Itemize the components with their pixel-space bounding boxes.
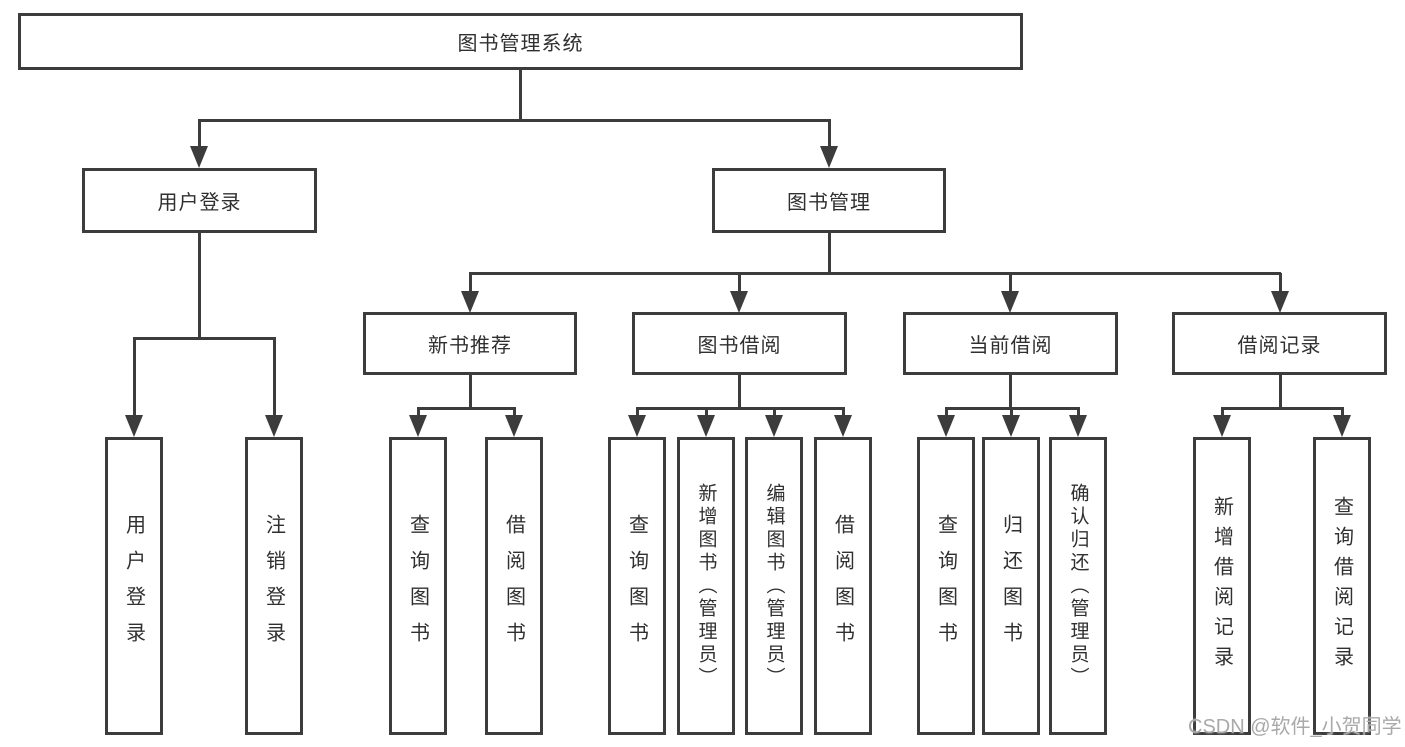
arrow-down-current-borrow-icon — [1001, 291, 1019, 313]
leaf-label: 借阅图书 — [502, 514, 525, 658]
connector-new-book-stem — [469, 375, 472, 408]
node-new-book-recommend-label: 新书推荐 — [428, 335, 512, 357]
arrow-down-book-borrow-icon — [730, 291, 748, 313]
connector-leaf5-stem — [636, 407, 639, 417]
connector-leaf9-stem — [945, 407, 948, 417]
connector-leaf3-stem — [417, 407, 420, 417]
leaf-label: 新增图书（管理员） — [695, 482, 717, 690]
connector-leaf10-stem — [1010, 407, 1013, 417]
arrow-down-book-management-icon — [820, 146, 838, 168]
leaf-label: 归还图书 — [999, 514, 1022, 658]
leaf-label: 查询图书 — [934, 514, 957, 658]
node-leaf-borrow-book-recommend: 借阅图书 — [485, 437, 543, 735]
leaf-label: 查询图书 — [406, 514, 429, 658]
connector-level2-branch — [198, 119, 831, 122]
arrow-down-leaf12-icon — [1213, 415, 1231, 437]
node-new-book-recommend: 新书推荐 — [363, 312, 577, 375]
arrow-down-borrow-record-icon — [1271, 291, 1289, 313]
leaf-label: 查询图书 — [625, 514, 648, 658]
connector-leaf12-stem — [1221, 407, 1224, 417]
arrow-down-user-login-icon — [190, 146, 208, 168]
node-leaf-edit-book-admin: 编辑图书（管理员） — [745, 437, 803, 735]
node-leaf-confirm-return-admin: 确认归还（管理员） — [1049, 437, 1107, 735]
connector-leaf1-stem — [133, 337, 136, 417]
leaf-label: 确认归还（管理员） — [1067, 482, 1089, 690]
connector-book-management-stem — [828, 233, 831, 273]
connector-root-stem — [519, 70, 522, 120]
connector-borrow-record-arrow-stem — [1279, 273, 1282, 293]
node-leaf-add-book-admin: 新增图书（管理员） — [677, 437, 735, 735]
node-leaf-return-book: 归还图书 — [982, 437, 1040, 735]
connector-new-book-arrow-stem — [469, 273, 472, 293]
leaf-label: 新增借阅记录 — [1210, 496, 1233, 676]
arrow-down-new-book-recommend-icon — [461, 291, 479, 313]
arrow-down-leaf10-icon — [1002, 415, 1020, 437]
leaf-label: 用户登录 — [122, 514, 145, 658]
connector-book-borrow-stem — [738, 375, 741, 408]
node-leaf-borrow-book: 借阅图书 — [814, 437, 872, 735]
node-leaf-user-login: 用户登录 — [105, 437, 163, 735]
node-book-borrow-label: 图书借阅 — [697, 335, 782, 357]
node-leaf-add-borrow-record: 新增借阅记录 — [1193, 437, 1251, 735]
connector-new-book-branch — [417, 407, 515, 410]
arrow-down-leaf7-icon — [765, 415, 783, 437]
connector-leaf8-stem — [842, 407, 845, 417]
connector-leaf2-stem — [273, 337, 276, 417]
connector-leaf7-stem — [773, 407, 776, 417]
connector-borrow-records-branch — [1221, 407, 1343, 410]
node-leaf-query-book-borrow: 查询图书 — [608, 437, 666, 735]
node-current-borrow: 当前借阅 — [903, 312, 1118, 375]
connector-borrow-records-stem — [1279, 375, 1282, 408]
connector-user-login-stem — [198, 233, 201, 338]
arrow-down-leaf-user-login-icon — [125, 415, 143, 437]
arrow-down-leaf4-icon — [505, 415, 523, 437]
connector-book-borrow-arrow-stem — [738, 273, 741, 293]
connector-current-borrow-stem — [1009, 375, 1012, 408]
node-book-management-label: 图书管理 — [787, 192, 871, 214]
arrow-down-leaf9-icon — [937, 415, 955, 437]
connector-user-login-branch — [133, 337, 275, 340]
arrow-down-leaf11-icon — [1069, 415, 1087, 437]
node-user-login: 用户登录 — [82, 168, 317, 233]
node-book-management: 图书管理 — [712, 168, 946, 233]
arrow-down-leaf8-icon — [834, 415, 852, 437]
node-root-label: 图书管理系统 — [457, 33, 584, 55]
arrow-down-leaf-logout-icon — [265, 415, 283, 437]
connector-user-login-arrow-stem — [198, 120, 201, 148]
connector-leaf13-stem — [1341, 407, 1344, 417]
node-borrow-records-label: 借阅记录 — [1237, 335, 1322, 357]
connector-book-management-arrow-stem — [828, 120, 831, 148]
leaf-label: 查询借阅记录 — [1330, 496, 1353, 676]
leaf-label: 注销登录 — [262, 514, 285, 658]
arrow-down-leaf5-icon — [628, 415, 646, 437]
arrow-down-leaf13-icon — [1333, 415, 1351, 437]
node-borrow-records: 借阅记录 — [1172, 312, 1387, 375]
connector-current-borrow-arrow-stem — [1009, 273, 1012, 293]
node-leaf-query-book-recommend: 查询图书 — [389, 437, 447, 735]
node-leaf-logout-login: 注销登录 — [245, 437, 303, 735]
node-leaf-query-book-current: 查询图书 — [917, 437, 975, 735]
node-user-login-label: 用户登录 — [157, 192, 242, 214]
leaf-label: 编辑图书（管理员） — [763, 482, 785, 690]
arrow-down-leaf3-icon — [409, 415, 427, 437]
connector-leaf4-stem — [513, 407, 516, 417]
connector-book-borrow-branch — [636, 407, 844, 410]
connector-level3-branch — [469, 272, 1281, 275]
node-book-borrow: 图书借阅 — [632, 312, 847, 375]
connector-leaf11-stem — [1077, 407, 1080, 417]
node-current-borrow-label: 当前借阅 — [968, 335, 1053, 357]
connector-leaf6-stem — [705, 407, 708, 417]
arrow-down-leaf6-icon — [697, 415, 715, 437]
leaf-label: 借阅图书 — [831, 514, 854, 658]
node-root-library-management-system: 图书管理系统 — [18, 13, 1023, 70]
csdn-watermark: CSDN @软件_小贺同学 — [1188, 716, 1402, 738]
node-leaf-query-borrow-record: 查询借阅记录 — [1313, 437, 1371, 735]
